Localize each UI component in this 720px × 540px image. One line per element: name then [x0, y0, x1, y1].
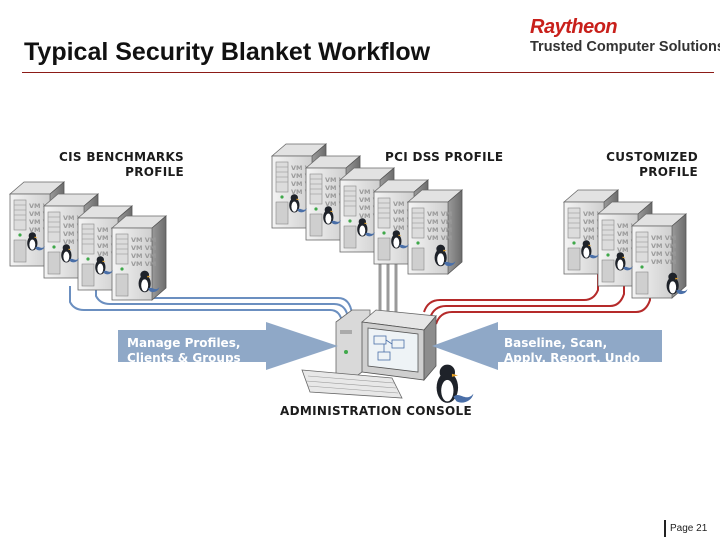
custom-label-line1: CUSTOMIZED	[606, 150, 698, 164]
admin-console	[301, 309, 474, 403]
company-logo: Raytheon Trusted Computer Solutions	[530, 16, 720, 56]
manage-line1: Manage Profiles,	[127, 336, 241, 350]
manage-line2: Clients & Groups	[127, 351, 241, 365]
keyboard-icon	[301, 369, 403, 399]
baseline-arrow-label: Baseline, Scan, Apply, Report, Undo	[504, 336, 640, 366]
page-label: Page	[670, 523, 694, 534]
arrow-left-icon	[118, 322, 338, 370]
console-label: ADMINISTRATION CONSOLE	[280, 404, 472, 418]
custom-group-label: CUSTOMIZED PROFILE	[560, 150, 698, 180]
server-icon	[111, 215, 167, 301]
custom-server-group	[563, 189, 688, 299]
cis-label-line2: PROFILE	[125, 165, 184, 179]
pci-group-label: PCI DSS PROFILE	[385, 150, 503, 165]
logo-subtitle: Trusted Computer Solutions	[530, 39, 720, 55]
baseline-line2: Apply, Report, Undo	[504, 351, 640, 365]
cis-label-line1: CIS BENCHMARKS	[59, 150, 184, 164]
page-number: Page 21	[664, 520, 707, 537]
baseline-line1: Baseline, Scan,	[504, 336, 608, 350]
custom-label-line2: PROFILE	[639, 165, 698, 179]
connection-lines-right	[423, 262, 651, 325]
cis-server-group	[9, 181, 167, 301]
penguin-icon	[436, 364, 474, 403]
manage-arrow-label: Manage Profiles, Clients & Groups	[127, 336, 241, 366]
title-divider	[22, 72, 714, 73]
page-value: 21	[696, 523, 708, 534]
arrow-left-icon	[432, 322, 662, 370]
pci-label-line1: PCI DSS PROFILE	[385, 150, 504, 164]
cis-group-label: CIS BENCHMARKS PROFILE	[42, 150, 184, 180]
server-icon	[407, 189, 463, 275]
logo-brand: Raytheon	[530, 16, 618, 38]
slide-title: Typical Security Blanket Workflow	[24, 38, 431, 66]
